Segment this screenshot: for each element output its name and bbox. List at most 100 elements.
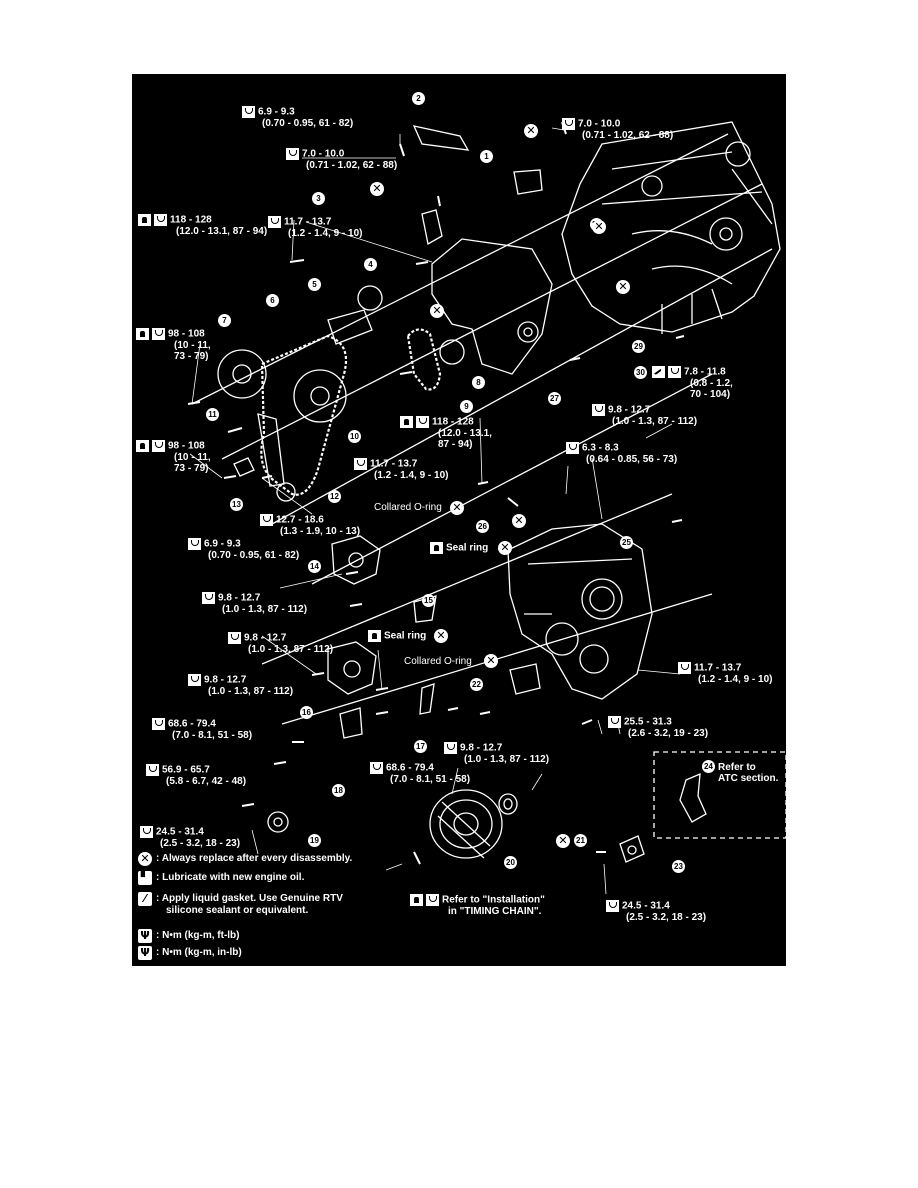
oil-can-icon: ▘ (138, 871, 152, 885)
torque-wrench-icon (152, 328, 165, 340)
replace-x-icon: ✕ (498, 541, 512, 555)
engine-block-outline (561, 121, 781, 333)
torque-label-686-b: 68.6 - 79.4(7.0 - 8.1, 51 - 58) (370, 762, 470, 785)
torque-label-255: 25.5 - 31.3(2.6 - 3.2, 19 - 23) (608, 716, 708, 739)
torque-label-98-b: 9.8 - 12.7(1.0 - 1.3, 87 - 112) (592, 404, 697, 427)
torque-label-69-b: 6.9 - 9.3(0.70 - 0.95, 61 - 82) (188, 538, 299, 561)
torque-wrench-icon (228, 632, 241, 644)
replace-x-icon: ✕ (370, 182, 384, 196)
callout-5: 5 (308, 278, 321, 291)
callout-1: 1 (480, 150, 493, 163)
legend-lubricate: : Lubricate with new engine oil. (156, 872, 305, 883)
legend-nm-inlb: : N•m (kg-m, in-lb) (156, 947, 242, 958)
engine-pulley-b (725, 141, 751, 167)
callout-9: 9 (460, 400, 473, 413)
idler-19 (267, 811, 289, 833)
engine-pulley-a (709, 217, 743, 251)
diagram-panel: 6.9 - 9.3(0.70 - 0.95, 61 - 82) 7.0 - 10… (132, 74, 786, 966)
atc-bracket-24 (679, 772, 707, 823)
oil-can-icon (136, 328, 149, 340)
callout-18: 18 (332, 784, 345, 797)
callout-13: 13 (230, 498, 243, 511)
torque-wrench-icon (140, 826, 153, 838)
oil-can-icon (410, 894, 423, 906)
engine-pulley-c (641, 175, 663, 197)
crank-sprocket-12 (276, 482, 296, 502)
timing-chain-6 (260, 334, 348, 496)
callout-15: 15 (422, 594, 435, 607)
torque-label-245-a: 24.5 - 31.4(2.5 - 3.2, 18 - 23) (140, 826, 240, 849)
torque-wrench-icon (268, 216, 281, 228)
chain-guide-2 (412, 125, 470, 151)
chain-guide-13 (257, 413, 285, 487)
torque-wrench-icon (678, 662, 691, 674)
front-chain-case (507, 523, 653, 700)
case-opening-a (581, 578, 623, 620)
callout-17: 17 (414, 740, 427, 753)
engine-block-detail (601, 151, 773, 285)
torque-wrench-icon (286, 148, 299, 160)
callout-20: 20 (504, 856, 517, 869)
torque-wrench-icon (146, 764, 159, 776)
torque-label-63: 6.3 - 8.3(0.64 - 0.85, 56 - 73) (566, 442, 677, 465)
torque-label-117-c: 11.7 - 13.7(1.2 - 1.4, 9 - 10) (678, 662, 772, 685)
torque-label-117-a: 11.7 - 13.7(1.2 - 1.4, 9 - 10) (268, 216, 362, 239)
torque-label-top-left: 6.9 - 9.3(0.70 - 0.95, 61 - 82) (242, 106, 353, 129)
replace-x-icon: ✕ (138, 852, 152, 866)
legend-gasket-line1: : Apply liquid gasket. Use Genuine RTV (156, 893, 343, 904)
torque-wrench-icon (154, 214, 167, 226)
installation-reference-label: Refer to "Installation"in "TIMING CHAIN"… (410, 894, 545, 917)
callout-14: 14 (308, 560, 321, 573)
callout-16: 16 (300, 706, 313, 719)
callout-29: 29 (632, 340, 645, 353)
oil-seal-21 (498, 793, 518, 815)
engine-rib (661, 288, 723, 334)
callout-26: 26 (476, 520, 489, 533)
torque-label-686-a: 68.6 - 79.4(7.0 - 8.1, 51 - 58) (152, 718, 252, 741)
tensioner-11 (233, 457, 255, 477)
replace-x-icon: ✕ (434, 629, 448, 643)
camshaft-sprocket-10 (293, 369, 347, 423)
replace-x-icon: ✕ (450, 501, 464, 515)
collared-o-ring-label-2: Collared O-ring (404, 656, 472, 667)
torque-wrench-icon (354, 458, 367, 470)
torque-wrench-icon (202, 592, 215, 604)
cover-14 (331, 535, 381, 585)
oil-can-icon (138, 214, 151, 226)
callout-30: 30 (634, 366, 647, 379)
callout-2: 2 (412, 92, 425, 105)
leader-lines (189, 127, 681, 895)
assembly-guide-lines (191, 133, 773, 725)
torque-wrench-icon (152, 440, 165, 452)
torque-label-98-e: 9.8 - 12.7(1.0 - 1.3, 87 - 112) (228, 632, 333, 655)
torque-label-mid-top: 7.0 - 10.0(0.71 - 1.02, 62 - 88) (286, 148, 397, 171)
seal-ring-label-1: Seal ring (430, 542, 488, 554)
replace-x-icon: ✕ (592, 220, 606, 234)
torque-label-569: 56.9 - 65.7(5.8 - 6.7, 42 - 48) (146, 764, 246, 787)
atc-dashed-box (653, 751, 786, 839)
torque-label-118-mid: 118 - 128(12.0 - 13.1,87 - 94) (400, 416, 492, 450)
torque-label-118-left: 118 - 128(12.0 - 13.1, 87 - 94) (138, 214, 267, 237)
oil-can-icon (136, 440, 149, 452)
callout-4: 4 (364, 258, 377, 271)
case-opening-b (545, 622, 579, 656)
gasket-icon: ⁄ (138, 892, 152, 906)
torque-wrench-icon (566, 442, 579, 454)
timing-chain-exploded-view (187, 121, 786, 895)
torque-label-98-a: 98 - 108(10 - 11,73 - 79) (136, 328, 211, 362)
bracket-18 (339, 707, 363, 739)
torque-wrench-icon (370, 762, 383, 774)
callout-3: 3 (312, 192, 325, 205)
callout-19: 19 (308, 834, 321, 847)
torque-label-117-b: 11.7 - 13.7(1.2 - 1.4, 9 - 10) (354, 458, 448, 481)
replace-x-icon: ✕ (616, 280, 630, 294)
tensioner-3 (421, 209, 443, 246)
torque-wrench-icon (606, 900, 619, 912)
torque-wrench-icon (592, 404, 605, 416)
camshaft-sprocket-7 (217, 349, 267, 399)
torque-wrench-icon (152, 718, 165, 730)
callout-8: 8 (472, 376, 485, 389)
callout-21: 21 (574, 834, 587, 847)
sprocket-4 (357, 285, 383, 311)
